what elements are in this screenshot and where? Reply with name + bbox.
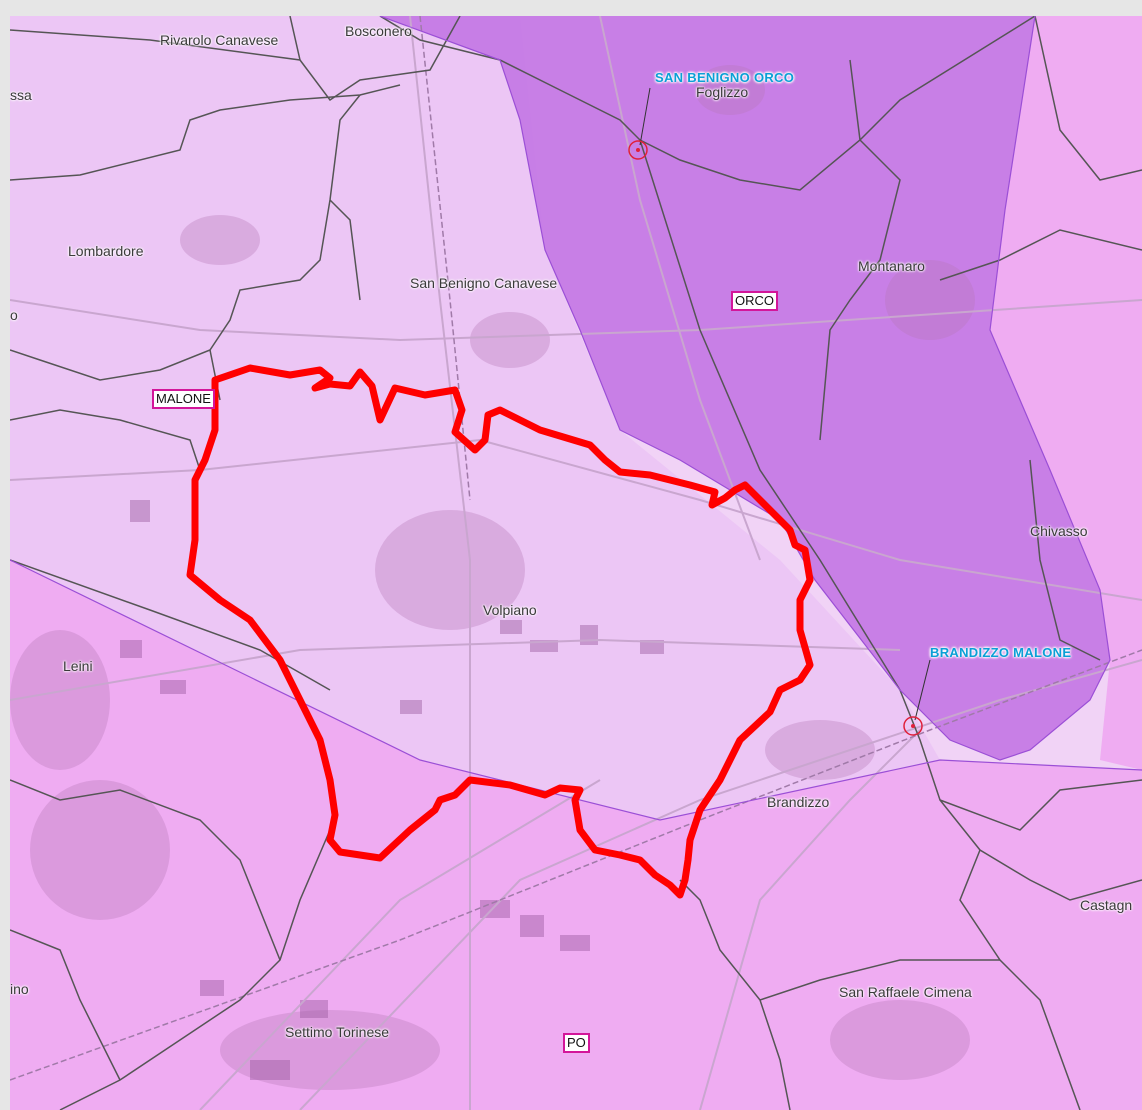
railways <box>10 16 1142 1081</box>
town-label-san-benigno: San Benigno Canavese <box>410 275 558 291</box>
station-label-san-benigno-orco[interactable]: SAN BENIGNO ORCO <box>655 70 795 85</box>
station-label-brandizzo-malone[interactable]: BRANDIZZO MALONE <box>930 645 1072 660</box>
town-label-lombardore: Lombardore <box>68 243 144 259</box>
po-basin-area <box>10 560 1142 1110</box>
town-label-settimo: Settimo Torinese <box>285 1024 390 1040</box>
basin-label-malone[interactable]: MALONE <box>152 389 215 410</box>
basin-label-orco[interactable]: ORCO <box>731 291 778 312</box>
town-label-foglizzo: Foglizzo <box>696 84 749 100</box>
municipal-boundaries <box>10 16 1142 1110</box>
town-label-brandizzo: Brandizzo <box>767 794 830 810</box>
map-canvas <box>10 16 1142 1110</box>
map-view[interactable]: Rivarolo Canavese Bosconero Foglizzo ssa… <box>10 16 1142 1110</box>
town-label-san-raffaele: San Raffaele Cimena <box>839 984 972 1000</box>
town-label-leini: Leini <box>63 658 93 674</box>
town-label-chivasso: Chivasso <box>1030 523 1088 539</box>
orco-basin-area <box>380 16 1110 760</box>
town-label-bosconero: Bosconero <box>345 23 412 39</box>
town-label-o: o <box>10 307 18 323</box>
basin-outlines <box>10 16 1142 821</box>
station-marker-icon[interactable] <box>903 659 931 736</box>
station-marker-icon[interactable] <box>628 87 651 160</box>
industrial-blocks <box>120 500 664 1080</box>
urban-areas <box>10 65 975 1090</box>
town-label-montanaro: Montanaro <box>858 258 925 274</box>
town-label-castagn: Castagn <box>1080 897 1133 913</box>
town-label-rivarolo: Rivarolo Canavese <box>160 32 279 48</box>
watershed-boundary <box>186 364 814 899</box>
town-label-ssa: ssa <box>10 87 32 103</box>
town-label-ino: ino <box>10 981 29 997</box>
po-basin-area-east <box>990 16 1142 770</box>
basin-label-po[interactable]: PO <box>563 1033 590 1054</box>
town-label-volpiano: Volpiano <box>483 602 537 618</box>
